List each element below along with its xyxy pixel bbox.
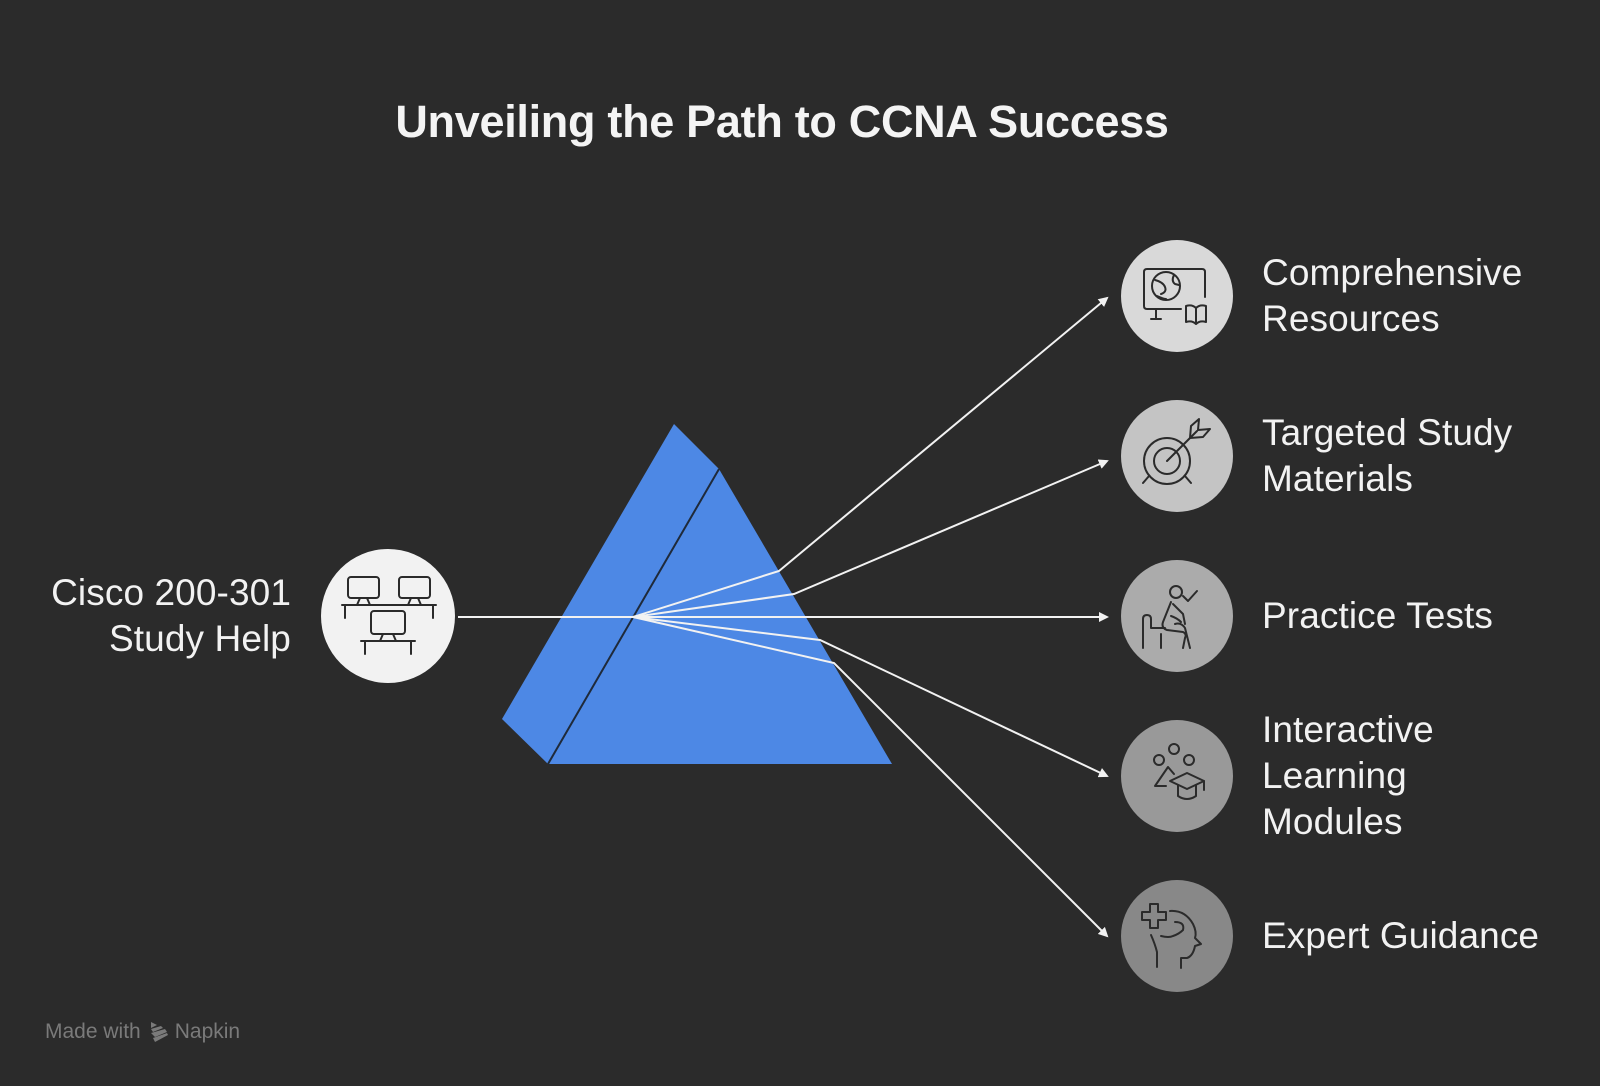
napkin-logo-icon xyxy=(150,1022,168,1042)
output-nodes xyxy=(1121,240,1233,992)
output-label-line: Modules xyxy=(1262,801,1403,842)
output-label-line: Targeted Study xyxy=(1262,412,1513,453)
output-node-1 xyxy=(1121,400,1233,512)
output-circle xyxy=(1121,880,1233,992)
napkin-brand-text: Napkin xyxy=(174,1020,241,1043)
output-label-targeted-study-materials: Targeted Study Materials xyxy=(1262,410,1512,502)
ray-arrow-1 xyxy=(632,459,1109,618)
output-circle xyxy=(1121,400,1233,512)
prism-back-face xyxy=(502,424,719,764)
output-label-line: Comprehensive xyxy=(1262,252,1523,293)
networked-computers-icon xyxy=(341,576,437,655)
output-label-line: Resources xyxy=(1262,298,1440,339)
made-with-text: Made with xyxy=(45,1020,141,1043)
output-label-comprehensive-resources: Comprehensive Resources xyxy=(1262,250,1522,342)
graduation-cap-shapes-icon xyxy=(1153,743,1205,800)
output-circle xyxy=(1121,560,1233,672)
dispersed-rays xyxy=(632,296,1109,938)
output-node-0 xyxy=(1121,240,1233,352)
output-label-expert-guidance: Expert Guidance xyxy=(1262,913,1539,959)
source-circle xyxy=(321,549,455,683)
output-node-4 xyxy=(1121,880,1233,992)
napkin-brand: Napkin xyxy=(149,1020,240,1044)
monitor-globe-book-icon xyxy=(1143,268,1207,325)
output-label-line: Materials xyxy=(1262,458,1413,499)
footer-attribution[interactable]: Made with Napkin xyxy=(45,1020,240,1044)
source-label: Cisco 200-301 Study Help xyxy=(51,570,291,662)
prism xyxy=(502,424,892,765)
output-label-line: Interactive xyxy=(1262,709,1434,750)
output-label-interactive-learning-modules: Interactive Learning Modules xyxy=(1262,707,1434,845)
output-label-practice-tests: Practice Tests xyxy=(1262,593,1493,639)
ray-arrow-3 xyxy=(632,616,1109,778)
head-medical-cross-icon xyxy=(1141,903,1202,969)
source-label-line: Study Help xyxy=(109,618,291,659)
diagram-title: Unveiling the Path to CCNA Success xyxy=(395,96,1169,147)
output-label-line: Expert Guidance xyxy=(1262,915,1540,956)
source-label-line: Cisco 200-301 xyxy=(51,572,291,613)
output-node-3 xyxy=(1121,720,1233,832)
output-label-line: Learning xyxy=(1262,755,1407,796)
seated-person-check-icon xyxy=(1142,585,1198,649)
output-node-2 xyxy=(1121,560,1233,672)
ray-arrow-0 xyxy=(632,296,1109,618)
ray-arrow-4 xyxy=(632,616,1109,938)
output-circle xyxy=(1121,720,1233,832)
source-node xyxy=(321,549,455,683)
target-arrow-icon xyxy=(1142,418,1211,485)
output-label-line: Practice Tests xyxy=(1262,595,1494,636)
